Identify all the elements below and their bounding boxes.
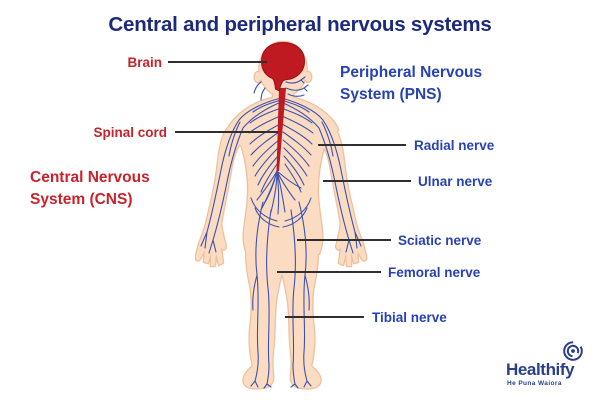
cranial-neck-nerves [253, 76, 309, 101]
logo-tagline-text: He Puna Waiora [507, 380, 562, 387]
femoral-nerve-label: Femoral nerve [388, 265, 481, 280]
ulnar-nerve-pointer-line [323, 180, 411, 182]
cauda-equina-nerves [256, 170, 302, 215]
spinal-cord-pointer-line [175, 131, 278, 133]
ulnar-nerve-label: Ulnar nerve [418, 174, 493, 189]
radial-nerve-label: Radial nerve [414, 138, 495, 153]
arm-nerves-left [200, 97, 282, 254]
tibial-nerve-label: Tibial nerve [372, 310, 447, 325]
femoral-nerve-pointer-line [277, 271, 381, 273]
sciatic-nerve-pointer-line [297, 239, 391, 241]
page-title: Central and peripheral nervous systems [108, 13, 492, 36]
brain-shape [260, 41, 306, 92]
brain-label: Brain [127, 55, 162, 70]
intercostal-nerves-right [280, 99, 314, 193]
intercostal-nerves-left [248, 99, 282, 193]
leg-nerves-left [250, 201, 272, 389]
sciatic-nerve-label: Sciatic nerve [398, 233, 482, 248]
spinal-cord-label: Spinal cord [93, 125, 167, 140]
spinal-cord-shape [276, 88, 286, 171]
radial-nerve-pointer-line [318, 144, 406, 146]
logo-brand-text: Healthify [506, 360, 575, 379]
brain-pointer-line [168, 61, 267, 63]
leg-nerves-right [290, 201, 312, 389]
healthify-swirl-icon [563, 341, 583, 361]
tibial-nerve-pointer-line [285, 316, 364, 318]
cns-heading: Central Nervous System (CNS) [30, 169, 150, 208]
hip-nerves [250, 197, 312, 228]
healthify-logo: Healthify He Puna Waiora [506, 340, 590, 392]
pns-heading: Peripheral Nervous System (PNS) [340, 64, 483, 103]
